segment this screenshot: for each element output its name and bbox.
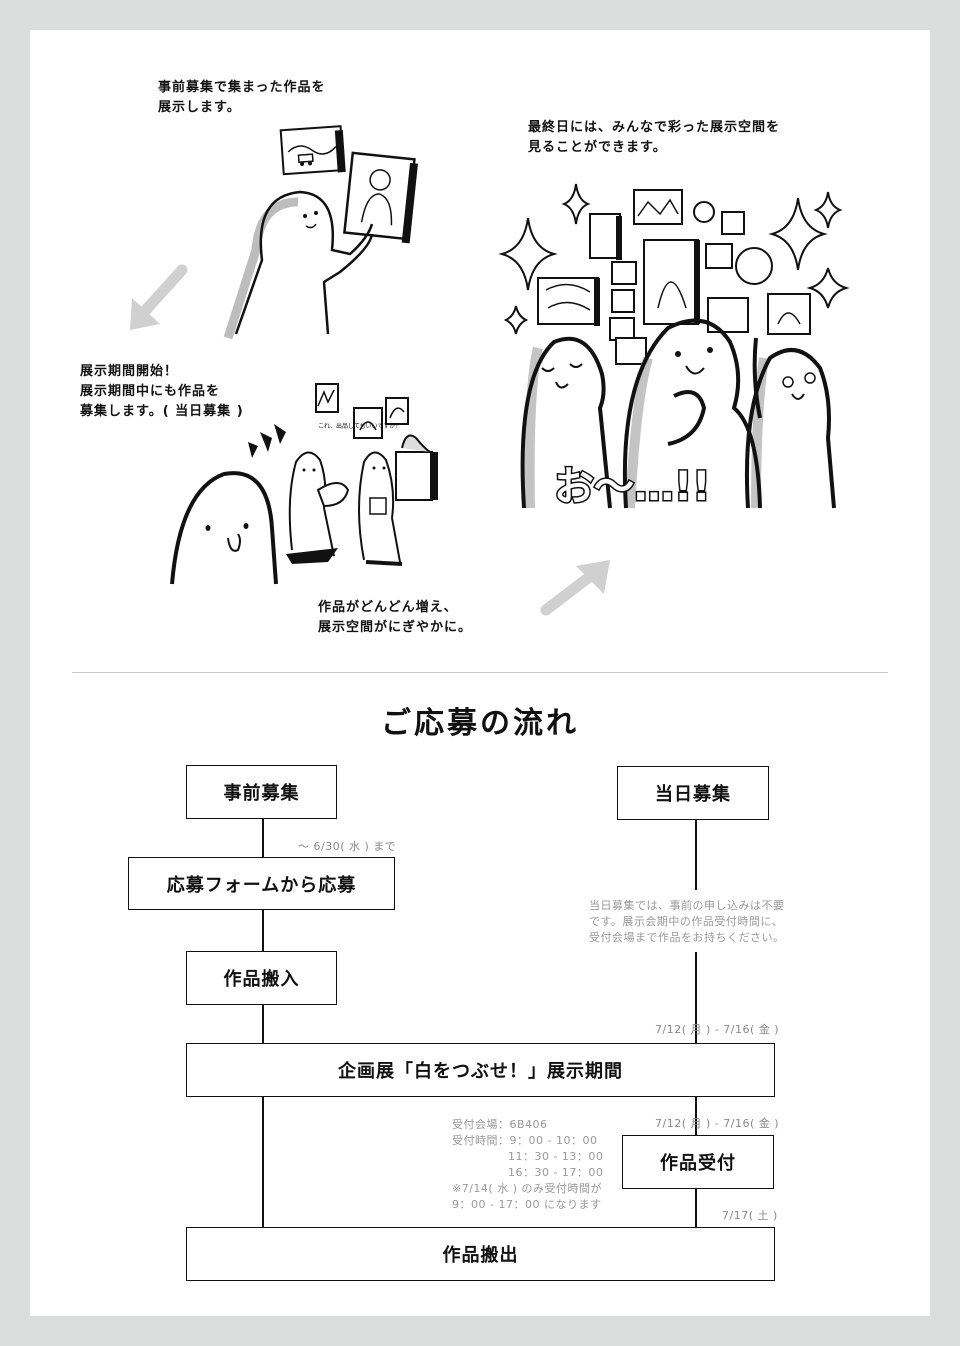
apply-form-box: 応募フォームから応募 bbox=[128, 857, 395, 910]
arrow-down-left-icon bbox=[130, 264, 188, 330]
reception-box: 作品受付 bbox=[622, 1135, 774, 1189]
deadline-note: 〜 6/30( 水 ) まで bbox=[298, 840, 397, 853]
sparkle-icon bbox=[498, 217, 558, 291]
exclamation-text: お〜…!! bbox=[554, 464, 710, 510]
page-sheet bbox=[30, 30, 930, 1316]
flow-connector bbox=[695, 1188, 697, 1228]
flow-connector bbox=[695, 952, 697, 1044]
caption-grows: 作品がどんどん増え、 展示空間がにぎやかに。 bbox=[318, 600, 473, 635]
bring-in-box: 作品搬入 bbox=[186, 951, 337, 1005]
reception-dates-note: 7/12( 月 ) - 7/16( 金 ) bbox=[655, 1117, 780, 1130]
caption-period-start: 展示期間開始！ 展示期間中にも作品を 募集します。( 当日募集 ) bbox=[80, 364, 244, 419]
flow-connector bbox=[695, 820, 697, 890]
illustration-person-with-artwork bbox=[223, 125, 418, 340]
flow-connector bbox=[262, 1096, 264, 1228]
sparkle-icon bbox=[503, 305, 529, 335]
reception-info-note: 受付会場：6B406 受付時間：9：00 - 10：00 11：30 - 13：… bbox=[452, 1118, 604, 1211]
same-day-note: 当日募集では、事前の申し込みは不要 です。展示会期中の作品受付時間に、 受付会場… bbox=[589, 899, 785, 944]
flow-connector bbox=[262, 818, 264, 858]
portrait-artwork-icon bbox=[343, 151, 418, 244]
sparkle-icon bbox=[806, 267, 850, 309]
illustration-final-day-crowd: お〜…!! bbox=[498, 183, 850, 512]
sparkle-icon bbox=[561, 183, 591, 225]
sparkle-icon bbox=[768, 197, 828, 271]
flow-title: ご応募の流れ bbox=[381, 706, 579, 741]
flow-connector bbox=[695, 1096, 697, 1136]
caption-pre-exhibit: 事前募集で集まった作品を 展示します。 bbox=[158, 80, 326, 115]
small-artwork-icon bbox=[279, 125, 346, 176]
same-day-recruit-box: 当日募集 bbox=[617, 766, 769, 820]
arrow-up-right-icon bbox=[540, 560, 610, 616]
flow-connector bbox=[262, 908, 264, 952]
carry-out-date-note: 7/17( 土 ) bbox=[722, 1209, 778, 1222]
period-dates-note: 7/12( 月 ) - 7/16( 金 ) bbox=[655, 1023, 780, 1036]
section-divider bbox=[72, 672, 888, 673]
pre-recruit-box: 事前募集 bbox=[186, 765, 337, 819]
speech-small-text: これ、出品してもいいですか？ bbox=[318, 422, 401, 430]
exhibition-period-box: 企画展「白をつぶせ！」展示期間 bbox=[186, 1043, 775, 1097]
sparkle-icon bbox=[813, 191, 843, 229]
caption-final-day: 最終日には、みんなで彩った展示空間を 見ることができます。 bbox=[528, 120, 781, 155]
illustration-bringing-artwork: これ、出品してもいいですか？ bbox=[170, 383, 438, 585]
flow-connector bbox=[262, 1004, 264, 1044]
carry-out-box: 作品搬出 bbox=[186, 1227, 775, 1281]
